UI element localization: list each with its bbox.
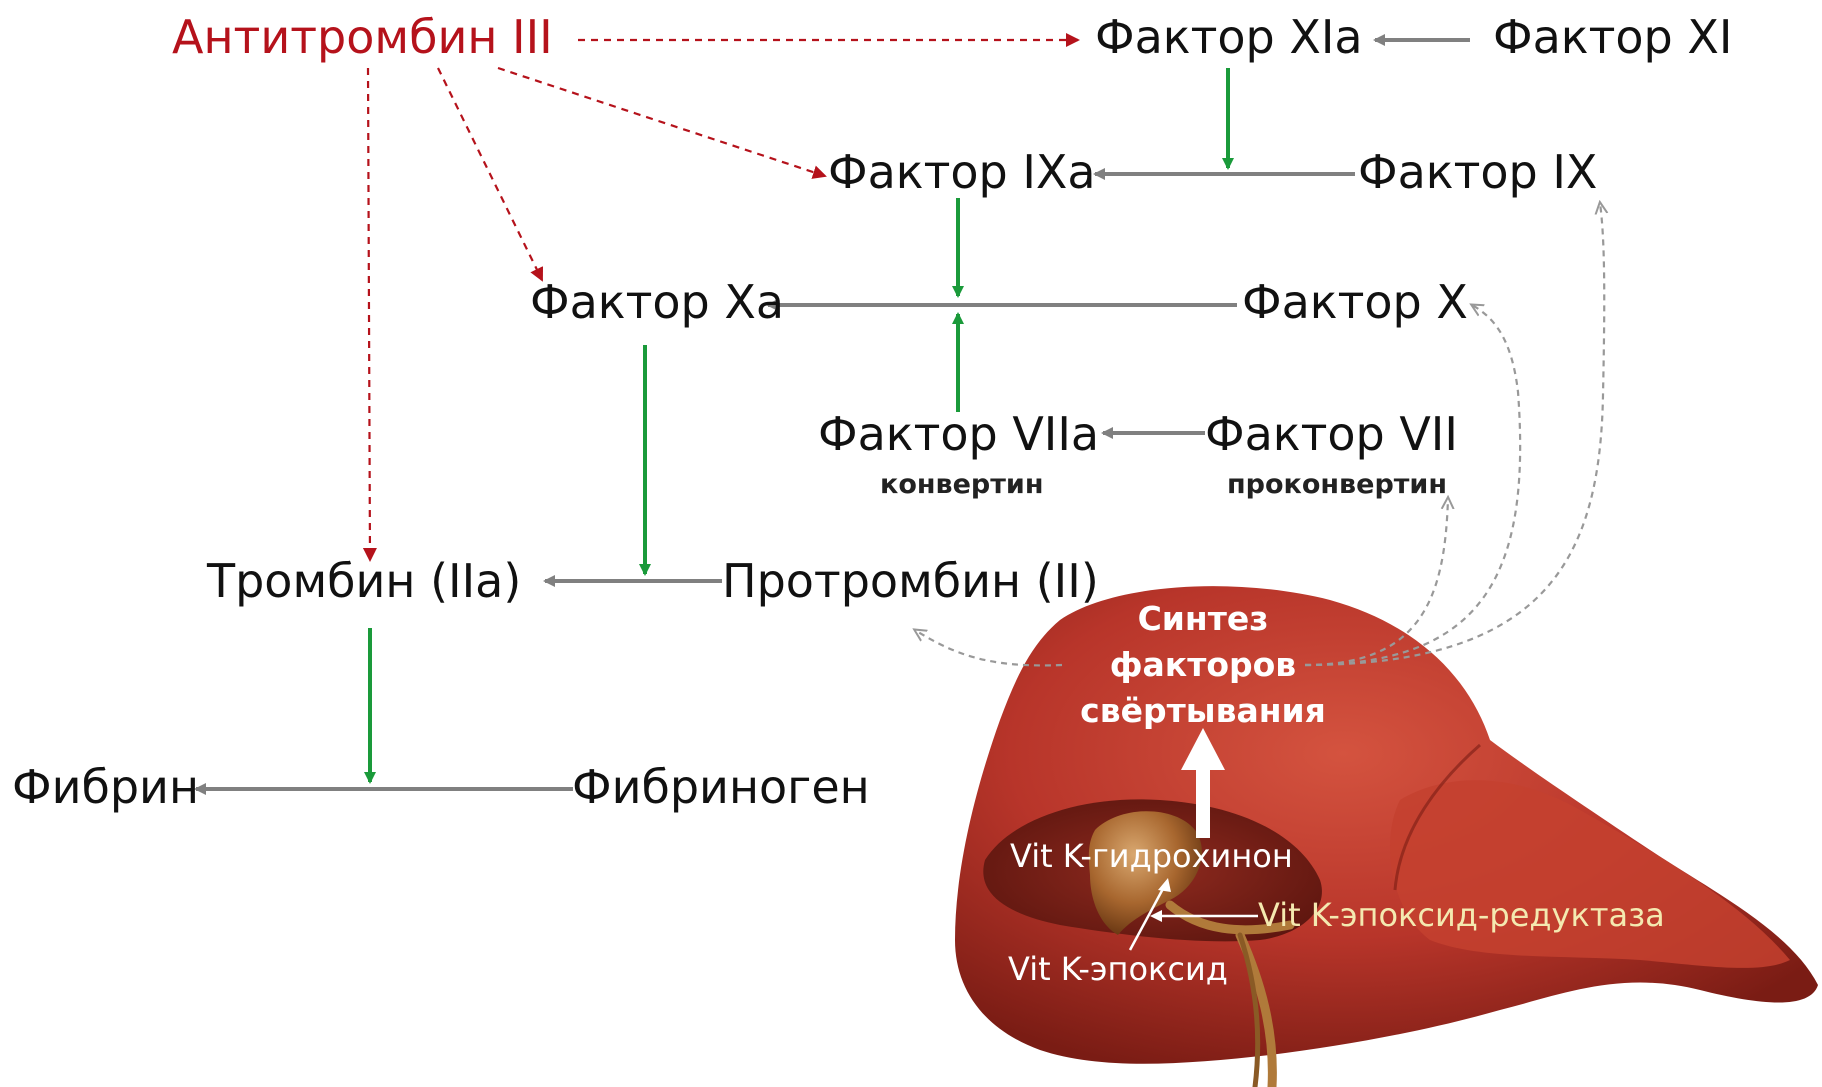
label-factor-9a: Фактор IXa [828,145,1096,199]
label-antithrombin: Антитромбин III [172,10,553,64]
label-prothrombin: Протромбин (II) [722,554,1099,608]
label-vitk-hydroquinone: Vit K-гидрохинон [1010,837,1293,875]
inhibit-f10a [438,68,542,280]
label-synthesis-2: факторов [1110,645,1296,684]
label-factor-11a: Фактор XIa [1095,10,1363,64]
label-factor-9: Фактор IX [1358,145,1597,199]
label-factor-10a: Фактор Xa [530,275,784,329]
label-fibrinogen: Фибриноген [572,760,870,814]
label-factor-10: Фактор X [1242,275,1468,329]
inhibit-f9a [498,68,825,176]
liver-right-lobe [1390,780,1790,968]
label-factor-7a: Фактор VIIa [818,407,1099,461]
label-factor-7: Фактор VII [1205,407,1458,461]
label-fibrin: Фибрин [12,760,199,814]
label-factor-11: Фактор XI [1493,10,1732,64]
label-vitk-reductase: Vit K-эпоксид-редуктаза [1258,896,1665,934]
label-synthesis-1: Синтез [1138,599,1269,638]
inhibit-thrombin [368,68,370,560]
label-vitk-epoxide: Vit K-эпоксид [1008,950,1228,988]
label-synthesis-3: свёртывания [1080,691,1326,730]
label-thrombin: Тромбин (IIa) [206,554,521,608]
label-factor-7-sub: проконвертин [1227,469,1447,500]
label-factor-7a-sub: конвертин [880,469,1043,500]
